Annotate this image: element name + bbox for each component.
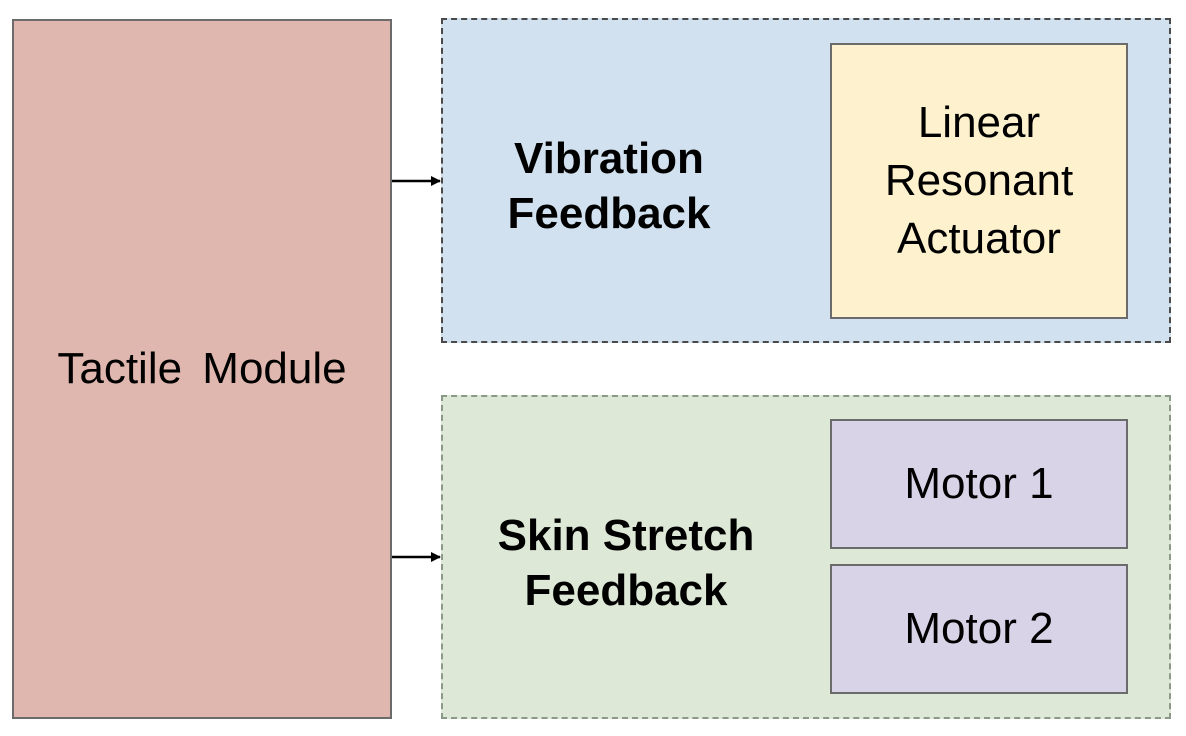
tactile-module-box: Tactile Module — [12, 19, 392, 719]
motor-2-box: Motor 2 — [830, 564, 1128, 694]
linear-resonant-actuator-box: Linear Resonant Actuator — [830, 43, 1128, 319]
skin-stretch-feedback-label: Skin Stretch Feedback — [497, 511, 755, 615]
motor-2-label: Motor 2 — [904, 604, 1054, 653]
tactile-module-label: Tactile Module — [57, 344, 347, 393]
motor-1-box: Motor 1 — [830, 419, 1128, 549]
linear-resonant-actuator-label: Linear Resonant Actuator — [884, 98, 1074, 263]
vibration-feedback-label: Vibration Feedback — [507, 134, 711, 238]
motor-1-label: Motor 1 — [904, 459, 1054, 508]
